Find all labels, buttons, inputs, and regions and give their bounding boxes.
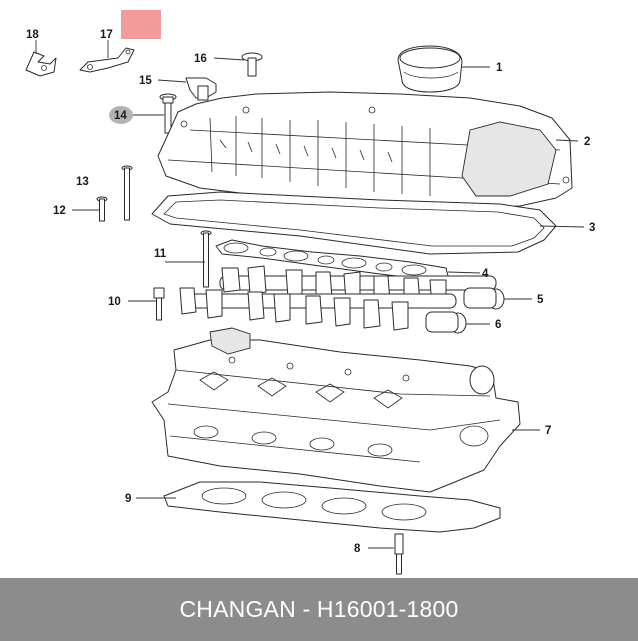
callout-15: 15 bbox=[139, 75, 152, 87]
callout-13: 13 bbox=[76, 176, 89, 188]
callout-1: 1 bbox=[496, 62, 503, 74]
callout-5: 5 bbox=[537, 294, 544, 306]
callout-10: 10 bbox=[108, 296, 121, 308]
callout-2: 2 bbox=[584, 136, 590, 148]
part-10-bolt bbox=[153, 287, 165, 321]
callout-9: 9 bbox=[125, 493, 131, 505]
part-18-bracket bbox=[25, 51, 57, 77]
callout-14-highlight bbox=[109, 106, 133, 124]
leader-lines bbox=[35, 40, 585, 549]
parts-diagram: 1 2 3 4 5 6 7 8 9 10 11 12 13 14 15 16 1… bbox=[25, 10, 595, 575]
footer-caption: CHANGAN - H16001-1800 bbox=[179, 596, 459, 622]
part-6-camshaft bbox=[179, 287, 467, 334]
part-15-sensor bbox=[185, 77, 217, 101]
callout-11: 11 bbox=[154, 248, 167, 260]
part-13-bolt bbox=[121, 165, 133, 221]
part-14-bolt bbox=[159, 93, 177, 134]
callout-7: 7 bbox=[545, 425, 551, 437]
callout-14: 14 bbox=[114, 110, 127, 122]
callout-8: 8 bbox=[354, 543, 361, 555]
part-17-bracket bbox=[79, 47, 135, 73]
callout-4: 4 bbox=[482, 268, 489, 280]
part-9-head-gasket bbox=[163, 481, 501, 533]
part-11-bolt bbox=[200, 230, 212, 288]
part-16-bolt bbox=[241, 52, 263, 77]
callout-16: 16 bbox=[194, 53, 207, 65]
callout-18: 18 bbox=[26, 29, 39, 41]
part-7-cylinder-head bbox=[151, 327, 521, 493]
callout-3: 3 bbox=[589, 222, 595, 234]
highlight-marker bbox=[121, 10, 161, 39]
callout-17: 17 bbox=[100, 29, 113, 41]
part-8-bolt bbox=[394, 533, 404, 575]
part-1-filler-cap bbox=[397, 45, 463, 93]
part-4-seal-strip bbox=[215, 239, 449, 281]
part-12-bolt bbox=[96, 196, 108, 222]
callout-12: 12 bbox=[53, 205, 66, 217]
part-2-valve-cover bbox=[157, 91, 573, 209]
footer-caption-bar: CHANGAN - H16001-1800 bbox=[0, 578, 638, 641]
callout-6: 6 bbox=[495, 319, 501, 331]
